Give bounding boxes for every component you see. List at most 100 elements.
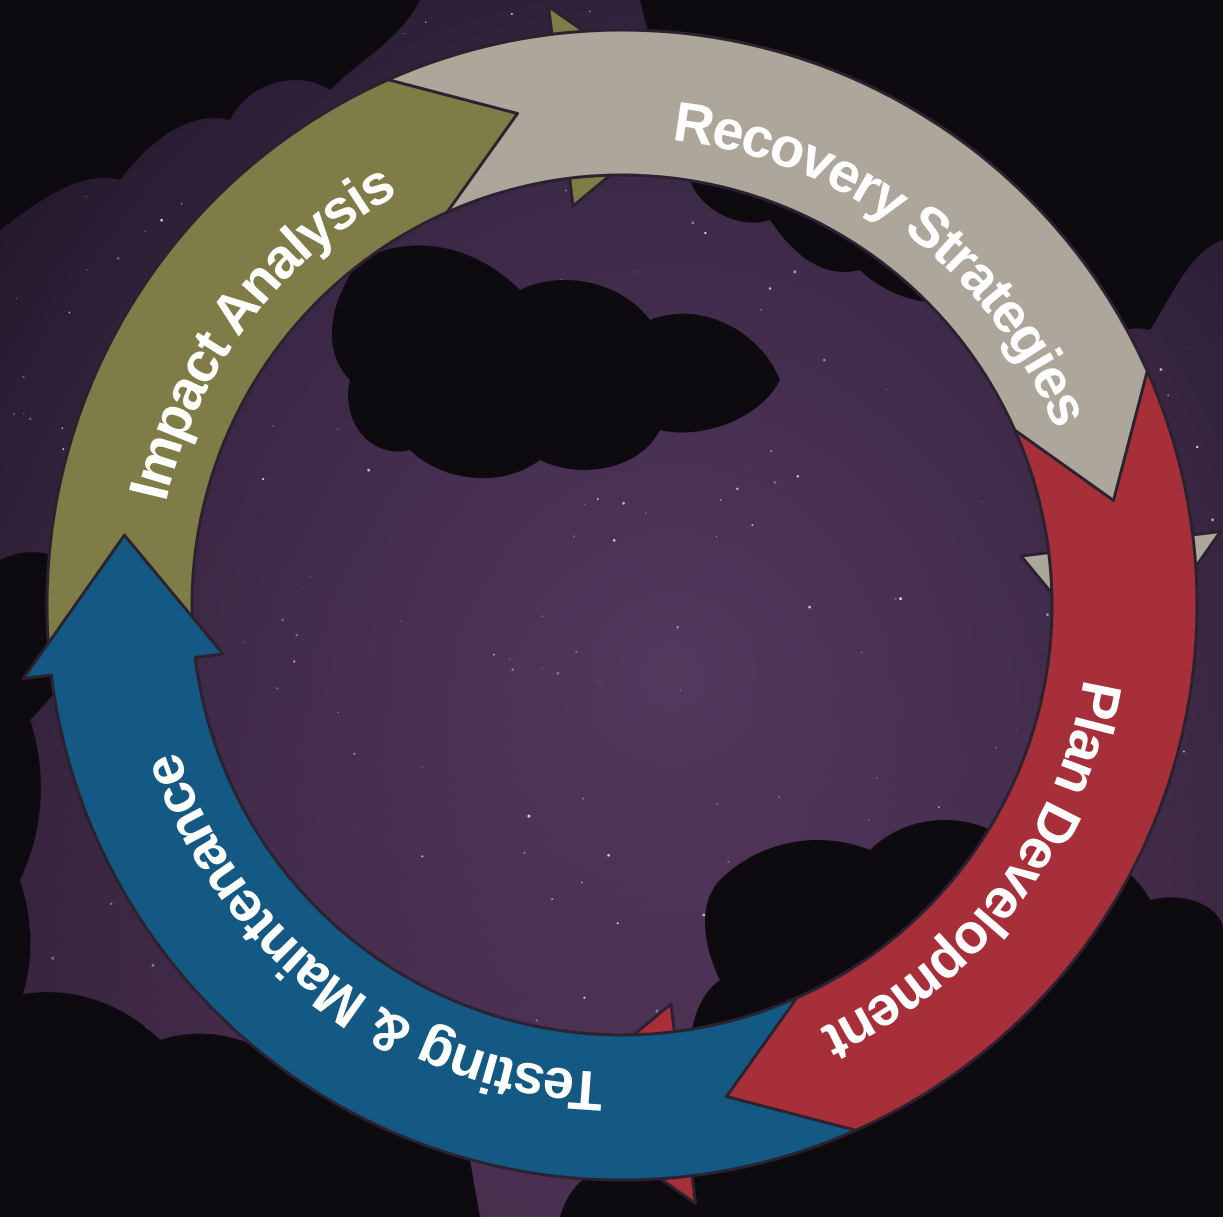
star <box>886 388 887 390</box>
cycle-arrows <box>22 5 1222 1205</box>
star <box>760 308 763 311</box>
star <box>582 797 584 800</box>
star <box>511 668 514 671</box>
star <box>509 658 511 660</box>
star <box>309 576 311 578</box>
star <box>276 687 279 690</box>
star <box>715 536 717 538</box>
star <box>584 504 586 506</box>
star <box>716 803 719 806</box>
star <box>727 860 730 863</box>
star <box>85 196 87 197</box>
star <box>556 672 560 675</box>
star <box>981 501 983 502</box>
star <box>1196 445 1199 449</box>
star <box>1182 750 1185 753</box>
star <box>876 777 878 779</box>
star <box>22 375 25 379</box>
star <box>337 711 339 713</box>
star <box>144 230 146 232</box>
star <box>527 814 531 818</box>
star <box>1167 394 1170 397</box>
star <box>116 257 120 260</box>
star <box>564 189 567 192</box>
star <box>23 413 25 415</box>
star <box>637 271 639 273</box>
star <box>551 898 553 900</box>
star <box>68 311 71 314</box>
star <box>596 498 599 500</box>
star <box>295 634 298 637</box>
star <box>13 412 16 416</box>
star <box>281 618 285 622</box>
star <box>796 475 800 478</box>
star <box>612 539 616 542</box>
star <box>51 956 55 960</box>
star <box>676 626 679 629</box>
star <box>768 287 772 290</box>
star <box>421 766 423 768</box>
star <box>403 33 405 34</box>
star <box>29 417 32 420</box>
star <box>616 922 619 925</box>
star <box>622 502 625 505</box>
star <box>720 499 722 501</box>
star <box>581 881 583 884</box>
star <box>778 796 780 798</box>
star <box>523 851 526 855</box>
star <box>493 653 495 656</box>
star <box>938 806 940 809</box>
star <box>868 819 870 821</box>
star <box>573 535 575 538</box>
star <box>535 1019 538 1022</box>
star <box>679 689 682 691</box>
star <box>607 854 610 857</box>
star <box>353 752 356 755</box>
star <box>995 746 998 749</box>
star <box>899 597 903 601</box>
testing-maintenance-arrow <box>22 533 858 1182</box>
star <box>272 425 274 427</box>
star <box>655 1009 659 1013</box>
star <box>425 21 427 23</box>
star <box>823 358 826 362</box>
star <box>793 270 797 274</box>
star <box>704 231 707 235</box>
star <box>745 467 747 469</box>
star <box>645 512 647 514</box>
star <box>895 598 897 600</box>
star <box>691 221 695 225</box>
star <box>861 651 863 654</box>
star <box>808 605 811 609</box>
star <box>62 448 65 451</box>
star <box>599 681 601 684</box>
star <box>510 12 513 16</box>
star <box>1188 346 1190 349</box>
star <box>86 269 88 271</box>
star <box>541 615 543 617</box>
star <box>151 963 155 967</box>
star <box>261 477 265 481</box>
star <box>421 855 424 858</box>
star <box>293 660 296 663</box>
star <box>736 487 739 491</box>
star <box>770 450 772 452</box>
star <box>583 996 586 999</box>
star <box>110 902 113 906</box>
star <box>160 218 163 222</box>
star <box>575 650 578 653</box>
star <box>541 668 543 670</box>
star <box>367 468 371 472</box>
star <box>1159 368 1163 371</box>
star <box>61 427 64 429</box>
star <box>15 298 17 300</box>
star <box>1046 613 1049 616</box>
star <box>400 620 402 622</box>
star <box>1015 730 1017 732</box>
star <box>589 10 591 12</box>
star <box>751 524 754 527</box>
star <box>702 913 706 917</box>
star <box>336 428 339 430</box>
